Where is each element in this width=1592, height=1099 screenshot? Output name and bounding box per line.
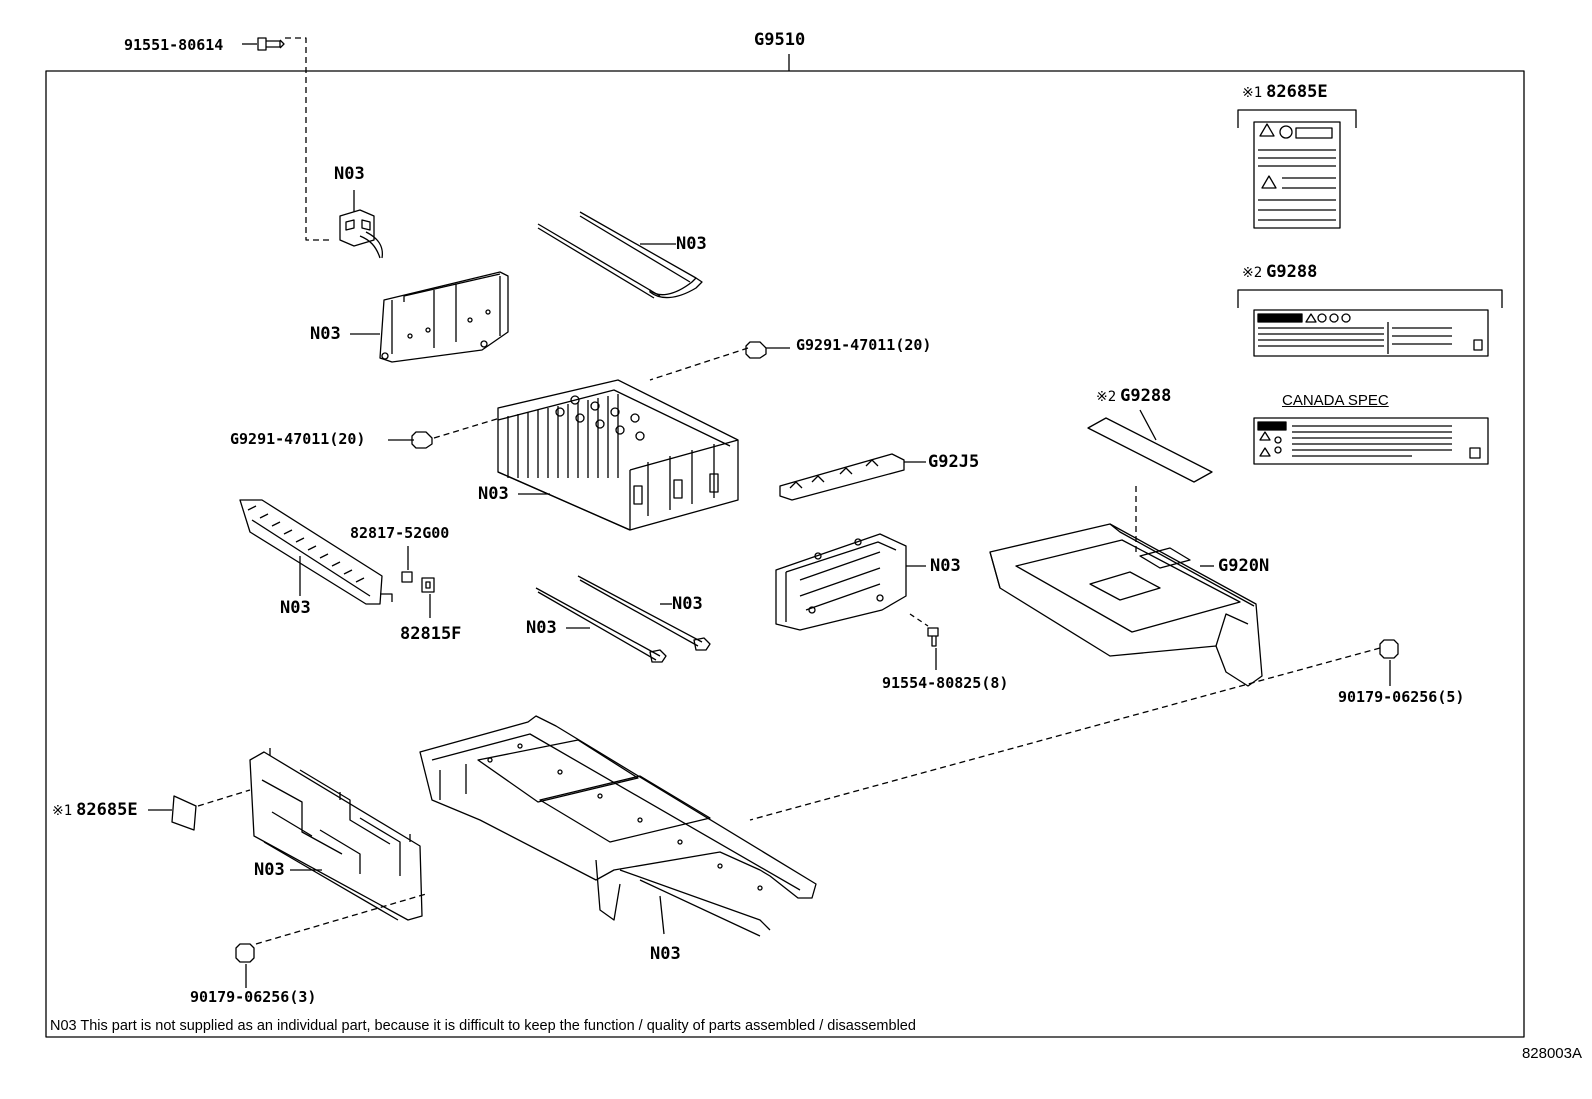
callout-n03-rods-bottom-a[interactable]: N03 (672, 594, 703, 614)
side-panel-icon (249, 748, 423, 921)
mark-2: ※2 (1096, 389, 1117, 405)
callout-nut-right[interactable]: G9291-47011(20) (796, 336, 932, 354)
callout-nut-far-right[interactable]: 90179-06256(5) (1338, 688, 1465, 706)
callout-n03-rods-bottom-b[interactable]: N03 (526, 618, 557, 638)
tie-rods-bottom-icon (535, 575, 711, 663)
label-strip-g9288-icon (1087, 409, 1213, 483)
callout-n03-panel[interactable]: N03 (254, 860, 285, 880)
legend-label-g9288-icon (1237, 289, 1503, 357)
tie-rods-top-icon (537, 211, 703, 299)
nut-90179-right-icon (1379, 639, 1399, 686)
canada-spec-label: CANADA SPEC (1282, 392, 1389, 409)
legend-mark-2: ※2 (1242, 265, 1263, 281)
legend-part-1: 82685E (1266, 82, 1328, 102)
callout-n03-tray[interactable]: N03 (650, 944, 681, 964)
mark-1: ※1 (52, 803, 73, 819)
label-left-part: 82685E (76, 800, 138, 820)
callout-nut-bottom-left[interactable]: 90179-06256(3) (190, 988, 317, 1006)
legend-label-canada-icon (1253, 417, 1489, 465)
assembly-frame (45, 70, 1525, 1038)
label-mid-part: G9288 (1120, 386, 1172, 406)
bolt-91551-icon (242, 37, 285, 51)
terminal-block-icon (239, 499, 393, 605)
callout-bolt-top[interactable]: 91551-80614 (124, 36, 224, 54)
label-82685e-icon (148, 795, 197, 831)
legend-part-2: G9288 (1266, 262, 1318, 282)
assembly-id[interactable]: G9510 (754, 30, 806, 50)
callout-n03-stack[interactable]: N03 (478, 484, 509, 504)
callout-cover[interactable]: G920N (1218, 556, 1270, 576)
battery-tray-icon (419, 715, 817, 937)
callout-nut-left[interactable]: G9291-47011(20) (230, 430, 366, 448)
battery-plate-icon (350, 271, 509, 363)
callout-n03-plate[interactable]: N03 (310, 324, 341, 344)
callout-n03-clip[interactable]: N03 (334, 164, 365, 184)
nut-g9291-right-icon (745, 341, 790, 359)
callout-sensor-a[interactable]: 82817-52G00 (350, 524, 450, 542)
footnote: N03 This part is not supplied as an indi… (50, 1018, 916, 1034)
callout-bolt-mid[interactable]: 91554-80825(8) (882, 674, 1009, 692)
battery-module-stack-icon (497, 379, 739, 531)
bolt-91554-icon (909, 613, 939, 670)
temperature-sensor-icon (401, 546, 435, 618)
callout-n03-end-plate[interactable]: N03 (930, 556, 961, 576)
callout-sensor-b[interactable]: 82815F (400, 624, 462, 644)
callout-n03-terminal[interactable]: N03 (280, 598, 311, 618)
callout-n03-rods-top[interactable]: N03 (676, 234, 707, 254)
legend-label-82685e-icon (1237, 109, 1357, 229)
callout-bracket[interactable]: G92J5 (928, 452, 980, 472)
end-plate-icon (775, 533, 926, 631)
nut-g9291-left-icon (388, 431, 433, 449)
nut-90179-left-icon (235, 943, 255, 988)
bracket-g92j5-icon (779, 453, 926, 501)
legend-mark-1: ※1 (1242, 85, 1263, 101)
clip-connector-icon (339, 190, 384, 259)
battery-cover-icon (989, 523, 1263, 687)
drawing-code: 828003A (1521, 1045, 1582, 1062)
